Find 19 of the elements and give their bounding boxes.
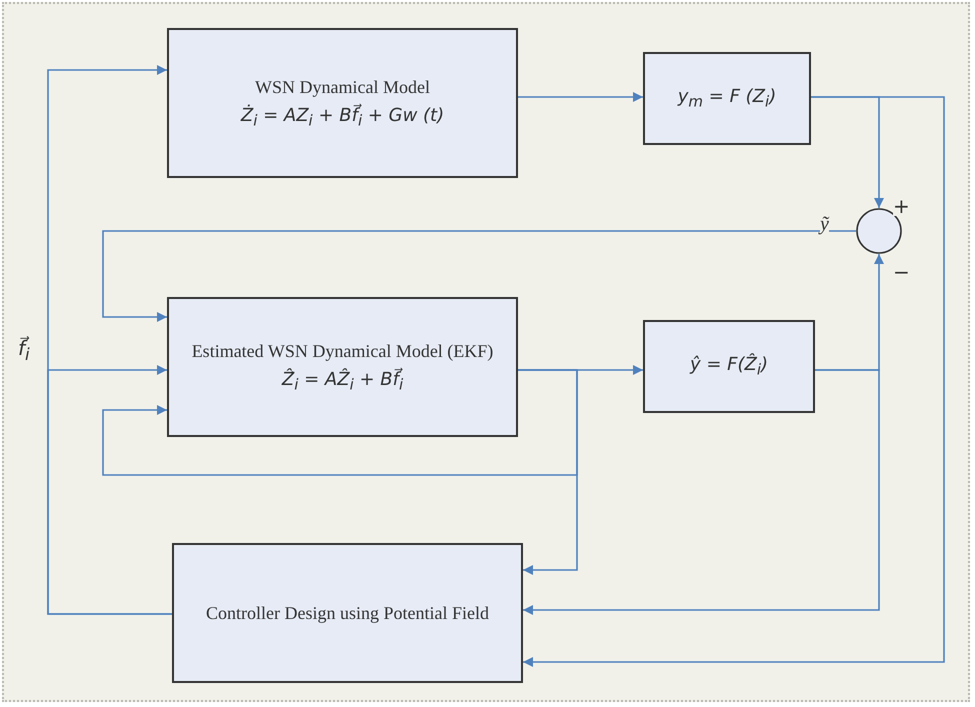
- process-box: [167, 297, 518, 437]
- arrow: [47, 365, 172, 615]
- equation: ŷ = F(Ẑ$_{i}$): [690, 354, 768, 379]
- process-box: [172, 543, 523, 683]
- process-box: [643, 320, 815, 413]
- process-box: [167, 28, 518, 178]
- process-box: [643, 52, 811, 145]
- arrow: [518, 92, 643, 102]
- equation: Ż$_{i}$ = AZ$_{i}$ + Bf⃗$_{i}$ + Gw (t): [240, 104, 444, 130]
- arrow: [523, 369, 880, 615]
- block-title: WSN Dynamical Model: [254, 76, 431, 99]
- arrow: [102, 230, 856, 322]
- equation: y$_{m}$ = F (Z$_{i}$): [678, 86, 776, 111]
- block-title: Controller Design using Potential Field: [205, 602, 490, 624]
- edge-label: ỹ: [820, 214, 829, 234]
- arrow: [523, 96, 945, 667]
- arrow: [518, 369, 578, 575]
- equation: Ẑ̇$_{i}$ = AẐ$_{i}$ + Bf⃗$_{i}$: [282, 368, 404, 394]
- block-title: Estimated WSN Dynamical Model (EKF): [190, 340, 494, 363]
